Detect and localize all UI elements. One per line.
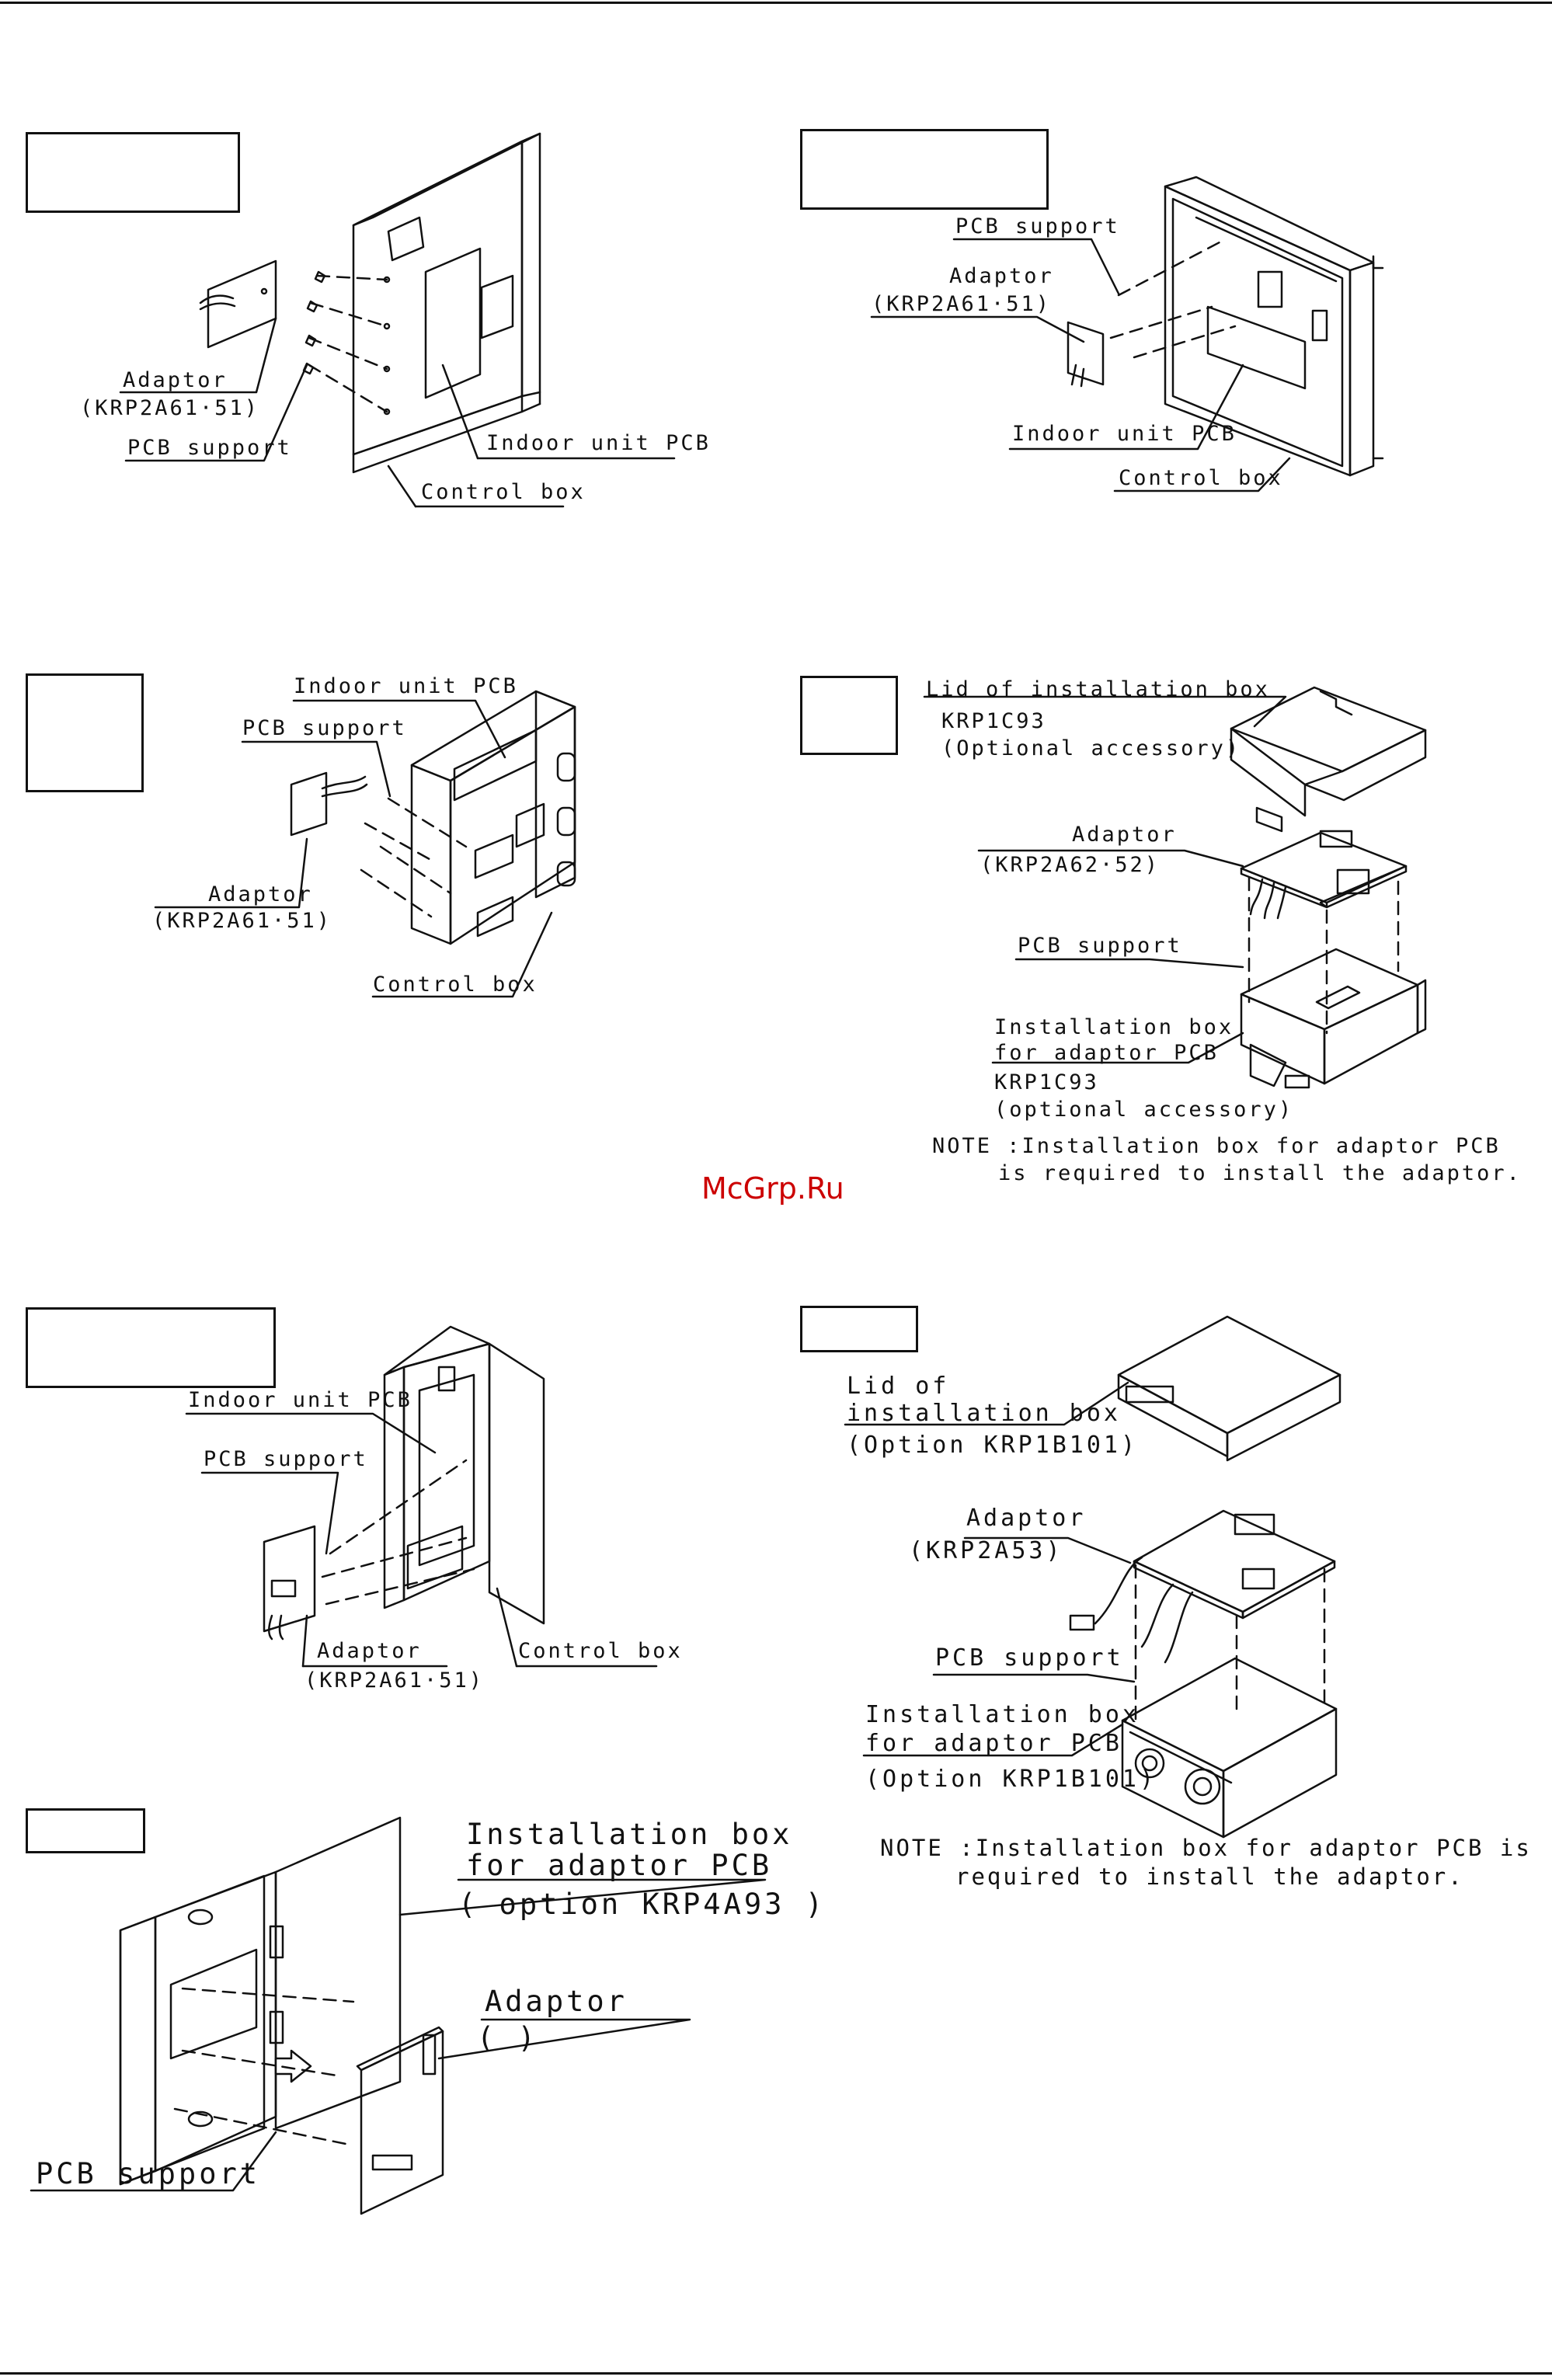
p4-supports xyxy=(1248,876,1400,1035)
p1-leaders xyxy=(119,317,676,508)
p6-note-line1: NOTE :Installation box for adaptor PCB i… xyxy=(880,1835,1532,1861)
p3-adaptor-model: (KRP2A61·51) xyxy=(152,909,332,933)
p7-install-box-drawing xyxy=(119,1816,444,2215)
p3-control-box-label: Control box xyxy=(373,973,538,997)
p5-control-box-label: Control box xyxy=(518,1639,683,1663)
p1-supports xyxy=(308,274,388,413)
p7-install-box-line2: for adaptor PCB xyxy=(466,1849,773,1882)
p4-lid-label: Lid of installation box xyxy=(926,677,1270,701)
p6-install-box-drawing xyxy=(1121,1657,1338,1839)
model-box-5 xyxy=(26,1307,276,1388)
p2-adaptor-label: Adaptor xyxy=(949,264,1054,288)
p2-control-box-drawing xyxy=(1067,176,1384,477)
p2-adaptor-model: (KRP2A61·51) xyxy=(872,292,1052,316)
p4-adaptor-label: Adaptor xyxy=(1072,823,1177,847)
bottom-rule xyxy=(0,2372,1552,2375)
p5-pcb-support-label: PCB support xyxy=(204,1447,368,1471)
p6-adaptor-label: Adaptor xyxy=(966,1505,1087,1532)
p5-indoor-pcb-label: Indoor unit PCB xyxy=(188,1388,412,1412)
p1-adaptor-label: Adaptor xyxy=(123,368,228,392)
model-box-2 xyxy=(800,129,1049,210)
p1-support-pins xyxy=(302,270,326,375)
p2-pcb-support-label: PCB support xyxy=(955,214,1120,238)
p3-supports xyxy=(360,797,468,918)
p4-install-box-line2: for adaptor PCB xyxy=(994,1041,1219,1065)
p4-leaders xyxy=(923,695,1287,1064)
p2-leaders xyxy=(870,238,1291,492)
p6-lid-model: (Option KRP1B101) xyxy=(847,1432,1139,1459)
p6-lid-line1: Lid of xyxy=(847,1373,950,1400)
p6-lid-line2: installation box xyxy=(847,1400,1121,1427)
p4-install-box-note: (optional accessory) xyxy=(994,1098,1294,1122)
p6-leaders xyxy=(844,1381,1136,1757)
p1-adaptor-model: (KRP2A61·51) xyxy=(80,396,260,420)
p4-install-box-line1: Installation box xyxy=(994,1015,1234,1039)
p5-supports xyxy=(321,1459,475,1606)
p3-pcb-support-label: PCB support xyxy=(242,716,407,740)
p4-install-box-model: KRP1C93 xyxy=(994,1070,1099,1094)
p2-supports xyxy=(1109,241,1237,359)
top-rule xyxy=(0,2,1552,4)
p4-adaptor-model: (KRP2A62·52) xyxy=(980,853,1161,877)
p6-install-box-line2: for adaptor PCB xyxy=(865,1730,1122,1757)
p4-lid-note: (Optional accessory) xyxy=(941,736,1241,760)
p7-supports xyxy=(173,1987,355,2145)
p3-indoor-pcb-label: Indoor unit PCB xyxy=(294,674,518,698)
p7-leaders xyxy=(30,1878,767,2192)
p7-pcb-support-label: PCB support xyxy=(36,2157,261,2190)
p4-adaptor-drawing xyxy=(1240,830,1408,920)
model-box-6 xyxy=(800,1306,918,1352)
model-box-4 xyxy=(800,676,898,755)
p5-adaptor-model: (KRP2A61·51) xyxy=(304,1668,485,1693)
model-box-1 xyxy=(26,132,240,213)
p4-lid-model: KRP1C93 xyxy=(941,709,1046,733)
p7-install-box-line1: Installation box xyxy=(466,1818,793,1851)
p6-adaptor-model: (KRP2A53) xyxy=(909,1537,1063,1564)
p6-note-line2: required to install the adaptor. xyxy=(955,1863,1464,1890)
p4-install-box-drawing xyxy=(1240,948,1427,1089)
p7-adaptor-label: Adaptor xyxy=(485,1985,628,2018)
p5-leaders xyxy=(185,1412,658,1668)
p4-note-line1: NOTE :Installation box for adaptor PCB xyxy=(932,1134,1501,1158)
p6-pcb-support-label: PCB support xyxy=(935,1644,1124,1672)
p6-install-box-line1: Installation box xyxy=(865,1701,1140,1728)
p7-install-box-model: ( option KRP4A93 ) xyxy=(458,1888,826,1921)
p6-install-box-model: (Option KRP1B101) xyxy=(865,1766,1157,1793)
p2-indoor-pcb-label: Indoor unit PCB xyxy=(1012,422,1237,446)
model-box-7 xyxy=(26,1808,145,1853)
p3-control-box-drawing xyxy=(290,690,576,945)
p1-control-box-label: Control box xyxy=(421,480,586,504)
p5-control-box-drawing xyxy=(263,1325,545,1641)
p2-control-box-label: Control box xyxy=(1119,466,1283,490)
p7-adaptor-paren: ( ) xyxy=(477,2021,538,2055)
model-box-3 xyxy=(26,673,144,792)
p1-pcb-support-label: PCB support xyxy=(127,436,292,460)
p5-adaptor-label: Adaptor xyxy=(317,1639,422,1663)
p6-lid-drawing xyxy=(1117,1315,1341,1462)
p1-control-box-drawing xyxy=(199,132,541,474)
watermark: McGrp.Ru xyxy=(701,1171,844,1206)
p1-indoor-pcb-label: Indoor unit PCB xyxy=(486,431,711,455)
p4-note-line2: is required to install the adaptor. xyxy=(998,1161,1522,1185)
p3-adaptor-label: Adaptor xyxy=(208,882,313,906)
p6-supports xyxy=(1134,1564,1326,1722)
p4-lid-drawing xyxy=(1230,686,1427,833)
p6-adaptor-drawing xyxy=(1069,1509,1336,1664)
p4-pcb-support-label: PCB support xyxy=(1018,934,1182,958)
p3-leaders xyxy=(154,699,553,998)
